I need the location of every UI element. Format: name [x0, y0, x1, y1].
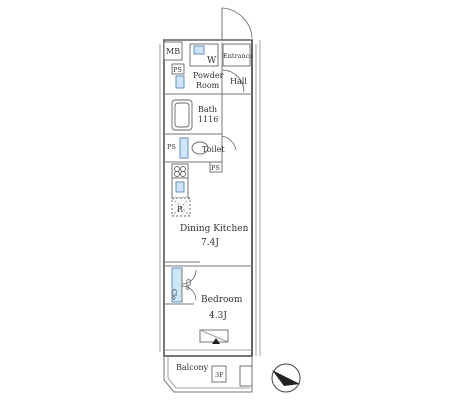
refrigerator-label: R	[177, 205, 184, 214]
powder-room-label-1: Powder	[193, 71, 224, 80]
bedroom-size: 4.3J	[209, 311, 227, 321]
kitchen-fixtures	[171, 163, 191, 217]
bedroom-walls	[164, 261, 252, 305]
dining-kitchen-label: Dining Kitchen	[180, 224, 249, 234]
ps-small-label: PS	[211, 164, 220, 172]
entrance-label: Entrance	[223, 52, 253, 60]
washer-space	[189, 43, 219, 67]
north-arrow-icon	[271, 363, 301, 393]
toilet-label: Toilet	[202, 145, 225, 154]
toilet-room	[164, 134, 237, 173]
w-label: W	[207, 56, 217, 66]
balcony-label: Balcony	[176, 363, 209, 372]
closet-label-2: Clo	[170, 289, 178, 300]
powder-room-label-2: Room	[196, 81, 220, 90]
closet-label-1: Clo	[184, 279, 192, 290]
ps-mid-label: PS	[167, 143, 176, 151]
entrance-area	[221, 7, 253, 68]
balcony-area	[163, 356, 253, 393]
dining-kitchen-size: 7.4J	[201, 238, 219, 248]
hall-label: Hall	[230, 77, 247, 86]
ps-top-label: PS	[173, 66, 182, 74]
bath-size-label: 1116	[198, 115, 218, 124]
meter-box	[163, 41, 183, 61]
bath-label: Bath	[198, 105, 217, 114]
mb-label: MB	[166, 47, 180, 56]
bedroom-window	[164, 329, 252, 351]
floor-label: 3F	[215, 371, 224, 379]
bathroom	[164, 94, 223, 135]
powder-room	[164, 63, 245, 95]
bedroom-label: Bedroom	[201, 295, 243, 305]
outer-walls	[159, 39, 261, 357]
